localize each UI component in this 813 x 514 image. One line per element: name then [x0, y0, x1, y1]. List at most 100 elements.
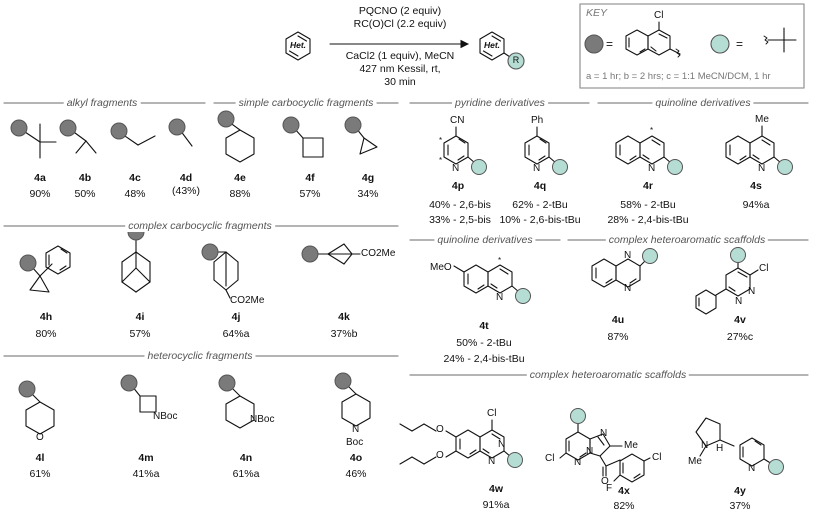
compound-label-4v: 4v — [734, 314, 746, 326]
compound-label-4p: 4p — [451, 180, 465, 192]
atom-n-4u-a: N — [624, 250, 632, 261]
atom-ph-4q: Ph — [531, 115, 544, 126]
struct-4m — [131, 385, 157, 413]
section-complex-carbocyclic: complex carbocyclic fragments — [125, 220, 275, 232]
condition-4: 427 nm Kessil, rt, — [359, 63, 441, 75]
compound-label-4j: 4j — [231, 311, 241, 323]
atom-me-4s: Me — [755, 114, 769, 125]
r-circle-4y — [768, 459, 784, 475]
compound-yield-4g: 34% — [357, 188, 379, 200]
compound-label-4k: 4k — [338, 311, 350, 323]
atom-n-4s: N — [758, 163, 766, 174]
atom-o-4l: O — [36, 432, 44, 443]
compound-yield-4l: 61% — [29, 468, 51, 480]
compound-yield-4k: 37%b — [330, 328, 358, 340]
atom-n-4y-py: N — [748, 463, 756, 474]
atom-cl-4x-b: Cl — [652, 452, 662, 463]
struct-4c — [121, 133, 156, 146]
r-circle-4j — [201, 243, 219, 261]
key-dark-circle — [584, 34, 604, 54]
atom-n-4x-a: N — [574, 457, 582, 468]
product-r-circle — [507, 52, 525, 70]
compound-yield-4y: 37% — [729, 500, 751, 512]
key-footnote: a = 1 hr; b = 2 hrs; c = 1:1 MeCN/DCM, 1… — [586, 71, 771, 82]
star-4p-a: * — [439, 136, 443, 145]
atom-n-4q: N — [533, 163, 541, 174]
r-circle-4d — [168, 118, 186, 136]
section-complex-hetero-2: complex heteroaromatic scaffolds — [526, 369, 690, 381]
r-circle-4o — [334, 372, 352, 390]
star-4t: * — [498, 256, 502, 265]
struct-4a — [21, 123, 57, 159]
atom-cl-4w: Cl — [487, 408, 497, 419]
compound-yield-4t-2: 24% - 2,4-bis-tBu — [443, 353, 525, 365]
compound-yield-4r-2: 28% - 2,4-bis-tBu — [607, 214, 689, 226]
section-simple-carbocyclic: simple carbocyclic fragments — [235, 97, 377, 109]
condition-1: PQCNO (2 equiv) — [358, 5, 442, 17]
struct-4q — [524, 126, 557, 165]
compound-yield-4t-1: 50% - 2-tBu — [456, 337, 512, 349]
compound-label-4f: 4f — [305, 172, 315, 184]
atom-n-4o: N — [352, 424, 360, 435]
compound-label-4h: 4h — [39, 311, 53, 323]
compound-yield-4x: 82% — [613, 500, 635, 512]
atom-o-4x: O — [601, 476, 609, 487]
r-circle-4a — [10, 119, 28, 137]
r-circle-4f — [282, 116, 300, 134]
struct-4k — [317, 243, 361, 265]
atom-n-4p: N — [452, 163, 460, 174]
struct-4b — [70, 129, 97, 154]
struct-4j — [213, 251, 239, 299]
compound-yield-4c: 48% — [124, 188, 146, 200]
atom-f-4x: F — [606, 483, 613, 494]
atom-me-4y: Me — [688, 456, 702, 467]
compound-label-4d: 4d — [179, 172, 193, 184]
atom-co2me-4j: CO2Me — [230, 295, 265, 306]
compound-label-4l: 4l — [35, 452, 45, 464]
compound-label-4w: 4w — [488, 483, 504, 495]
r-circle-4s — [777, 159, 793, 175]
key-tbutyl — [763, 27, 797, 53]
r-circle-4r — [667, 159, 683, 175]
atom-cn-4p: CN — [450, 115, 465, 126]
r-circle-4c — [110, 122, 128, 140]
section-quinoline-1: quinoline derivatives — [652, 97, 754, 109]
struct-4l — [25, 391, 55, 435]
r-circle-4p — [471, 159, 487, 175]
struct-4g — [355, 127, 378, 155]
compound-yield-4p-2: 33% - 2,5-bis — [429, 214, 491, 226]
r-circle-4t — [515, 288, 531, 304]
atom-meo-4t: MeO — [430, 262, 452, 273]
compound-label-4x: 4x — [618, 485, 630, 497]
atom-h-4y: H — [716, 443, 724, 454]
r-circle-4e — [217, 110, 235, 128]
atom-n-4t: N — [496, 292, 504, 303]
struct-4o — [341, 383, 371, 427]
atom-me-4x: Me — [624, 440, 638, 451]
condition-2: RC(O)Cl (2.2 equiv) — [353, 18, 447, 30]
key-title: KEY — [586, 7, 608, 19]
r-circle-4n — [218, 374, 236, 392]
struct-4h — [29, 245, 71, 293]
atom-n-4w-a: N — [498, 439, 506, 450]
substrate-benzene — [285, 31, 311, 61]
atom-cl-4v: Cl — [759, 263, 769, 274]
atom-n-4x-b: N — [586, 446, 594, 457]
atom-o-4w-b: O — [436, 450, 444, 461]
compound-label-4a: 4a — [34, 172, 46, 184]
struct-4x — [559, 423, 651, 483]
key-light-circle — [710, 34, 730, 54]
compound-yield-4f: 57% — [299, 188, 321, 200]
atom-n-4w-b: N — [488, 456, 496, 467]
compound-label-4e: 4e — [234, 172, 246, 184]
compound-yield-4q-1: 62% - 2-tBu — [512, 199, 568, 211]
substrate-het-label: Het. — [289, 40, 307, 50]
atom-n-4u-b: N — [624, 283, 632, 294]
compound-label-4b: 4b — [78, 172, 92, 184]
atom-boc-4o: Boc — [346, 437, 364, 448]
compound-yield-4o: 46% — [345, 468, 367, 480]
r-circle-4x — [570, 408, 586, 424]
struct-4p — [443, 126, 476, 165]
compound-label-4g: 4g — [361, 172, 375, 184]
compound-yield-4s: 94%a — [742, 199, 770, 211]
